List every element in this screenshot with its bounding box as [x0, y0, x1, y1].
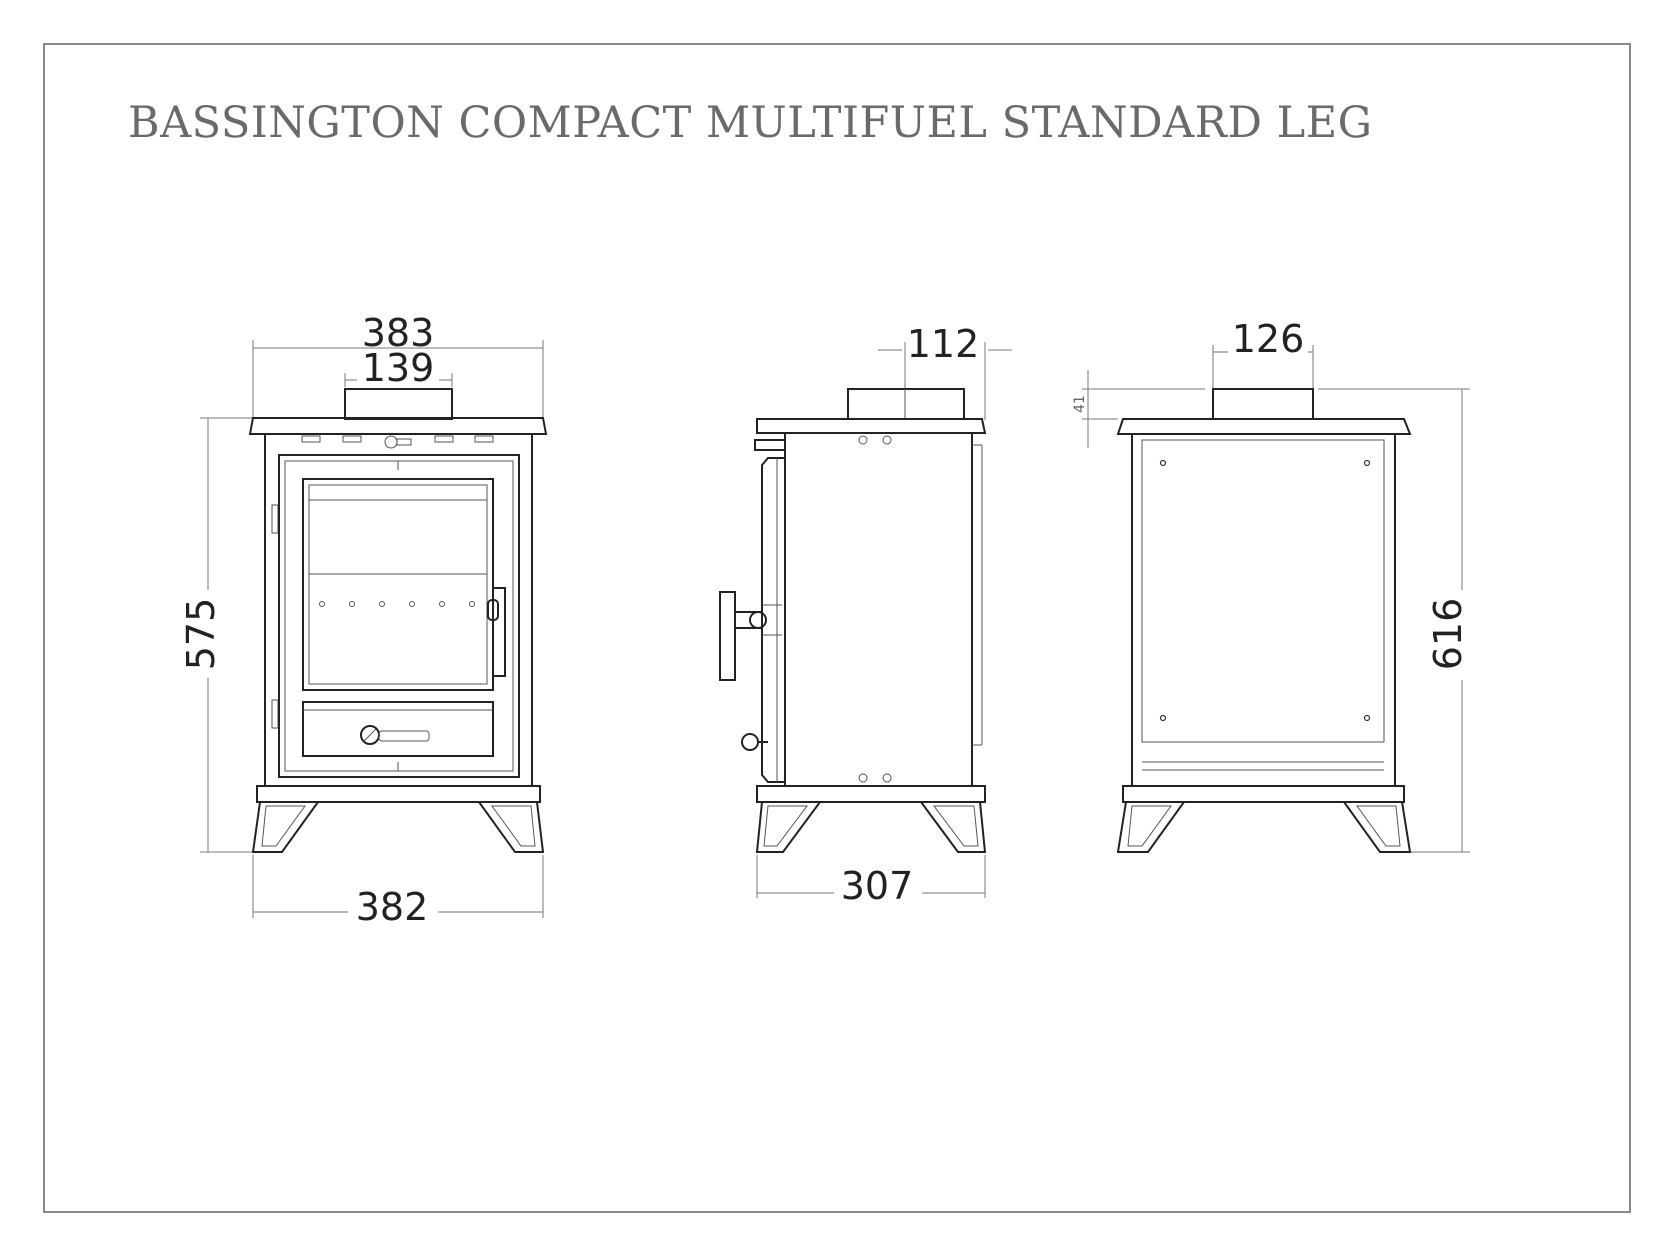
front-height-dimension: 575 — [179, 417, 252, 853]
front-door-glass — [302, 478, 494, 691]
front-air-vents — [301, 435, 494, 449]
side-rear-leg — [919, 801, 987, 853]
side-flue-offset-dimension: 112 — [878, 322, 1012, 420]
rear-flue-width-label: 126 — [1232, 317, 1305, 361]
front-door-handle — [493, 587, 506, 677]
side-air-control-knob — [741, 733, 759, 751]
drawing-title: BASSINGTON COMPACT MULTIFUEL STANDARD LE… — [128, 98, 1373, 148]
rear-height-label: 616 — [1426, 598, 1470, 671]
side-flue-offset-label: 112 — [907, 322, 980, 366]
side-front-leg — [755, 801, 822, 853]
side-flue-collar — [847, 388, 965, 420]
rear-view: 126 41 616 — [1072, 317, 1484, 853]
rear-flue-width-dimension: 126 — [1212, 317, 1314, 388]
rear-back-panel — [1141, 439, 1385, 743]
rear-flue-height-label: 41 — [1072, 395, 1088, 413]
front-flue-width-dimension: 139 — [344, 346, 453, 390]
side-body — [784, 432, 973, 787]
front-ash-pan — [302, 701, 494, 757]
front-top-width-dimension: 383 — [252, 311, 544, 418]
front-plinth — [256, 785, 541, 803]
front-base-width-dimension: 382 — [252, 855, 544, 929]
rear-left-leg — [1116, 801, 1186, 853]
side-depth-dimension: 307 — [756, 855, 986, 908]
side-depth-label: 307 — [841, 864, 914, 908]
front-flue-collar — [344, 388, 453, 420]
front-right-leg — [477, 801, 545, 853]
front-height-label: 575 — [179, 598, 223, 671]
side-panel-screws — [858, 435, 892, 783]
front-lower-hinge — [271, 699, 279, 729]
front-body — [264, 433, 533, 787]
side-door-profile — [761, 457, 786, 783]
front-top-plate — [248, 417, 548, 435]
drawing-frame — [43, 43, 1631, 1213]
front-flue-width-label: 139 — [362, 346, 435, 390]
side-top-plate — [756, 418, 987, 434]
side-plinth — [756, 785, 986, 803]
front-airwash-holes — [319, 601, 475, 607]
front-view: 383 139 575 — [179, 311, 548, 929]
rear-body — [1131, 433, 1396, 787]
rear-flue-collar — [1212, 388, 1314, 420]
rear-top-plate — [1116, 418, 1412, 435]
rear-right-leg — [1342, 801, 1412, 853]
side-top-vent-lip — [754, 439, 786, 451]
rear-height-dimension: 616 — [1318, 388, 1484, 853]
front-door — [278, 454, 520, 778]
rear-plinth — [1122, 785, 1405, 803]
side-door-handle — [719, 591, 736, 681]
front-upper-hinge — [271, 504, 279, 534]
rear-flue-height-dimension: 41 — [1072, 370, 1205, 448]
front-base-width-label: 382 — [356, 885, 429, 929]
side-view: 112 307 — [719, 322, 1012, 908]
rear-panel-fixings — [1159, 459, 1371, 722]
front-left-leg — [251, 801, 320, 853]
front-door-inner-border — [284, 460, 514, 772]
front-top-width-label: 383 — [362, 311, 435, 355]
